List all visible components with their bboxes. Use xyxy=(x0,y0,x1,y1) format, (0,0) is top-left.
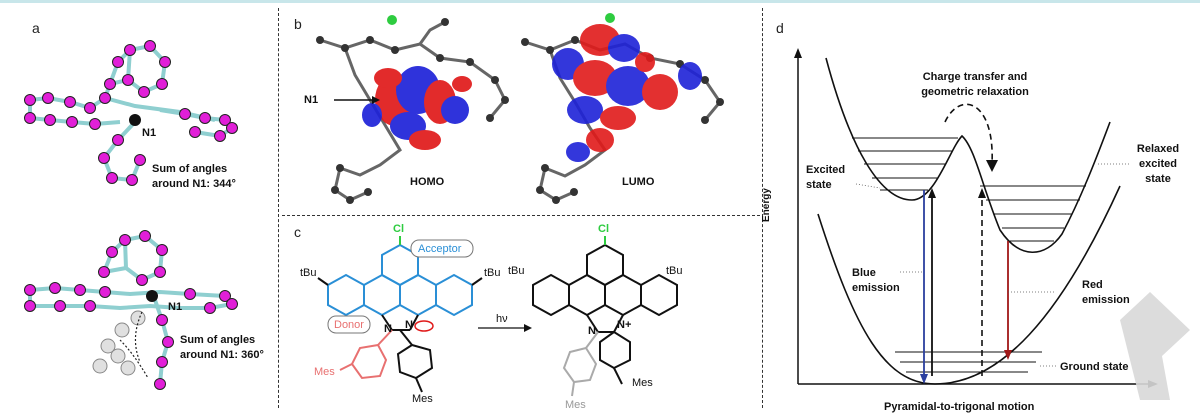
molecule-bottom-atoms xyxy=(24,230,238,390)
top-accent-bar xyxy=(0,0,1200,3)
motion-arrows xyxy=(119,311,149,379)
charge-transfer-label-2: geometric relaxation xyxy=(921,86,1029,98)
molecule-top-atoms xyxy=(24,40,238,186)
homo-molecule xyxy=(316,15,509,204)
product-mes-grey: Mes xyxy=(565,399,586,411)
product-nplus: N+ xyxy=(617,319,632,331)
lumo-molecule xyxy=(521,13,724,204)
relaxed-label-1: Relaxed xyxy=(1136,143,1180,155)
panel-letter-d: d xyxy=(776,20,784,36)
x-axis-label: Pyramidal-to-trigonal motion xyxy=(884,401,1035,413)
ground-state-curve xyxy=(817,185,1121,385)
nitrogen-atom-top xyxy=(129,114,141,126)
reactant-structure xyxy=(317,236,483,393)
lumo-label: LUMO xyxy=(622,176,655,188)
red-emission-label-1: Red xyxy=(1082,279,1103,291)
red-emission-label-2: emission xyxy=(1082,294,1130,306)
charge-transfer-label-1: Charge transfer and xyxy=(922,71,1028,83)
reactant-tbu-left: tBu xyxy=(300,267,317,279)
vibrational-levels-ground xyxy=(895,351,1042,373)
product-n: N xyxy=(588,325,596,337)
product-cl: Cl xyxy=(598,223,609,235)
nitrogen-atom-bottom xyxy=(146,290,158,302)
panel-a-angle-bottom-2: around N1: 360° xyxy=(180,349,264,361)
product-tbu-right: tBu xyxy=(666,265,683,277)
excited-state-label-2: state xyxy=(806,179,832,191)
ghost-spheres xyxy=(92,310,146,376)
corner-watermark xyxy=(1120,292,1190,400)
vibrational-levels-excited xyxy=(852,137,958,191)
relaxed-label-3: state xyxy=(1145,173,1171,185)
acceptor-label: Acceptor xyxy=(418,243,462,255)
leader-lines xyxy=(855,163,1130,367)
donor-label: Donor xyxy=(334,319,364,331)
energy-axis-label: Energy xyxy=(761,188,772,222)
product-structure xyxy=(532,236,678,397)
panel-a-angle-top-2: around N1: 344° xyxy=(152,178,236,190)
panel-a-structures xyxy=(24,40,238,390)
panel-a-n1-top: N1 xyxy=(142,127,157,139)
reactant-n-left: N xyxy=(384,323,392,335)
reactant-mes-donor: Mes xyxy=(314,366,335,378)
reactant-n-right: N xyxy=(405,319,413,331)
reactant-tbu-right: tBu xyxy=(484,267,501,279)
panel-letter-c: c xyxy=(294,224,301,240)
panel-letter-a: a xyxy=(32,20,40,36)
homo-label: HOMO xyxy=(410,176,445,188)
relaxed-label-2: excited xyxy=(1139,158,1177,170)
panel-letter-b: b xyxy=(294,16,302,32)
relaxation-dashed-arrow xyxy=(944,103,993,165)
reactant-mes: Mes xyxy=(412,393,433,405)
divider-b-c xyxy=(282,215,760,216)
panel-b-n1-label: N1 xyxy=(304,94,319,106)
divider-a-bc xyxy=(278,8,279,408)
reactant-cl: Cl xyxy=(393,223,404,235)
blue-emission-label-2: emission xyxy=(852,282,900,294)
hv-label: hν xyxy=(496,313,508,325)
product-tbu-left: tBu xyxy=(508,265,525,277)
panel-a-n1-bottom: N1 xyxy=(168,301,183,313)
excited-state-curve xyxy=(825,57,1111,254)
panel-a-angle-bottom-1: Sum of angles xyxy=(180,334,256,346)
blue-emission-label-1: Blue xyxy=(852,267,876,279)
excited-state-label-1: Excited xyxy=(806,164,846,176)
panel-a-angle-top-1: Sum of angles xyxy=(152,163,228,175)
vibrational-levels-relaxed xyxy=(980,185,1086,242)
ground-state-label: Ground state xyxy=(1060,361,1129,373)
divider-bc-d xyxy=(762,8,763,408)
product-mes: Mes xyxy=(632,377,653,389)
